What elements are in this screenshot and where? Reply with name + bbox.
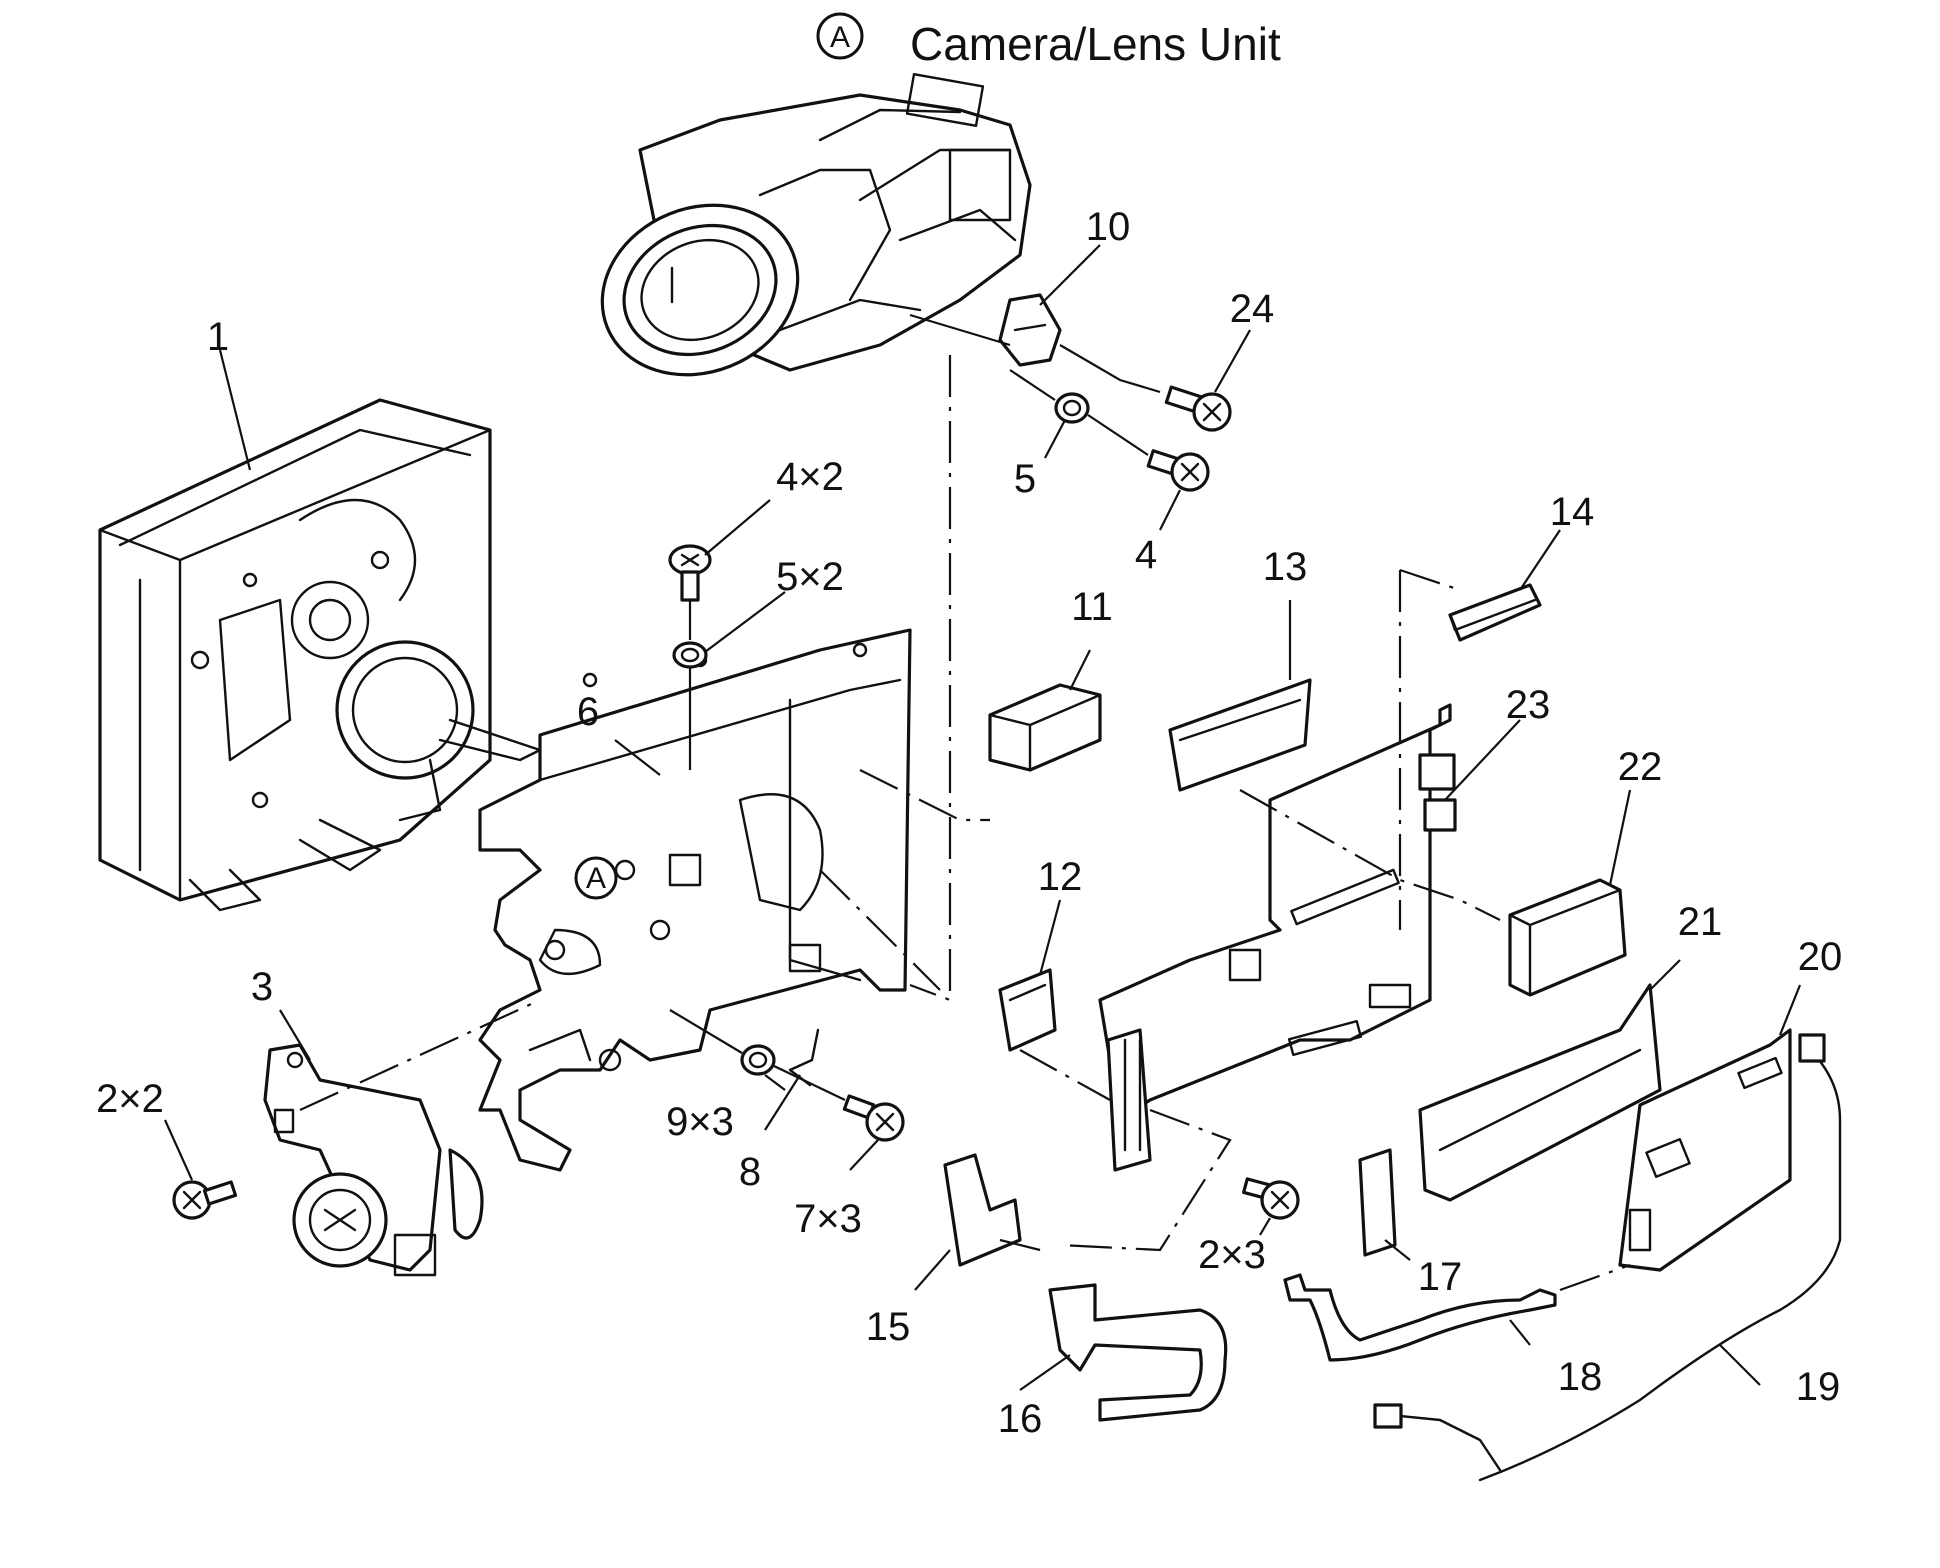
diagram-title: Camera/Lens Unit — [910, 18, 1281, 70]
callout-18: 18 — [1558, 1355, 1603, 1399]
callout-4: 4 — [1135, 533, 1157, 577]
part-23-connector-b — [1423, 798, 1457, 832]
part-19-cable — [1373, 1033, 1842, 1482]
ref-marker-circle-top — [816, 12, 864, 60]
ref-marker-circle-frame — [574, 856, 618, 900]
callout-2x3: 2×3 — [1198, 1233, 1266, 1277]
part-22-block — [1508, 878, 1627, 997]
screw-24 — [1164, 385, 1232, 432]
callout-21: 21 — [1678, 900, 1723, 944]
callout-11: 11 — [1071, 585, 1113, 629]
frame-ref-marker: A — [574, 856, 618, 900]
callout-2x2: 2×2 — [96, 1077, 164, 1121]
part-3-motor-bracket — [263, 1043, 484, 1277]
ref-marker-letter-top: A — [830, 21, 850, 54]
guide-lines — [299, 355, 1631, 1292]
screw-2x3 — [1242, 1177, 1300, 1220]
title-group: A Camera/Lens Unit — [816, 12, 1281, 70]
callout-3: 3 — [251, 965, 273, 1009]
callout-8: 8 — [739, 1150, 761, 1194]
part-14-block — [1448, 583, 1542, 642]
callout-4x2: 4×2 — [776, 455, 844, 499]
part-1-mechanism-chassis — [98, 398, 542, 912]
part-21-plate — [1418, 983, 1662, 1202]
callout-16: 16 — [998, 1397, 1043, 1441]
washer-5 — [1054, 392, 1090, 424]
screw-4 — [1146, 449, 1210, 492]
callout-23: 23 — [1506, 683, 1551, 727]
part-18-cable — [1283, 1273, 1557, 1362]
part-10-bracket — [998, 293, 1062, 367]
part-6-main-frame — [478, 628, 912, 1172]
part-11-block — [988, 683, 1102, 772]
callout-9x3: 9×3 — [666, 1100, 734, 1144]
part-23-connector-a — [1418, 753, 1456, 791]
callout-22: 22 — [1618, 745, 1663, 789]
callout-17: 17 — [1418, 1255, 1463, 1299]
washer-9x3 — [740, 1044, 776, 1076]
screw-2x2 — [172, 1180, 238, 1220]
part-15-flex — [943, 1153, 1022, 1267]
callout-15: 15 — [866, 1305, 911, 1349]
callout-5x2: 5×2 — [776, 555, 844, 599]
callout-10: 10 — [1086, 205, 1131, 249]
camera-lens-unit — [600, 73, 1032, 377]
part-12-bracket — [998, 968, 1057, 1052]
screw-4x2 — [668, 544, 712, 602]
lens-screw-axis — [909, 313, 1161, 456]
callout-labels: 1 3 2×2 4×2 5×2 6 10 24 5 4 11 13 14 23 … — [96, 205, 1842, 1441]
callout-1: 1 — [207, 315, 229, 359]
main-circuit-board — [1098, 703, 1457, 1172]
callout-13: 13 — [1263, 545, 1308, 589]
part-17-strip — [1358, 1148, 1397, 1257]
screw-7x3 — [842, 1094, 905, 1142]
callout-14: 14 — [1550, 490, 1595, 534]
callout-19: 19 — [1796, 1365, 1841, 1409]
callout-24: 24 — [1230, 287, 1275, 331]
callout-6: 6 — [577, 690, 599, 734]
part-20-board — [1618, 1028, 1792, 1272]
callout-leaders — [163, 244, 1802, 1391]
ref-marker-letter-frame: A — [586, 862, 606, 895]
part-16-flex-cable — [1048, 1283, 1228, 1422]
callout-7x3: 7×3 — [794, 1197, 862, 1241]
callout-12: 12 — [1038, 855, 1083, 899]
frame-screw-axis — [669, 1009, 846, 1101]
part-13-shield — [1168, 678, 1312, 792]
washer-5x2 — [672, 641, 708, 669]
callout-5: 5 — [1014, 457, 1036, 501]
callout-20: 20 — [1798, 935, 1843, 979]
